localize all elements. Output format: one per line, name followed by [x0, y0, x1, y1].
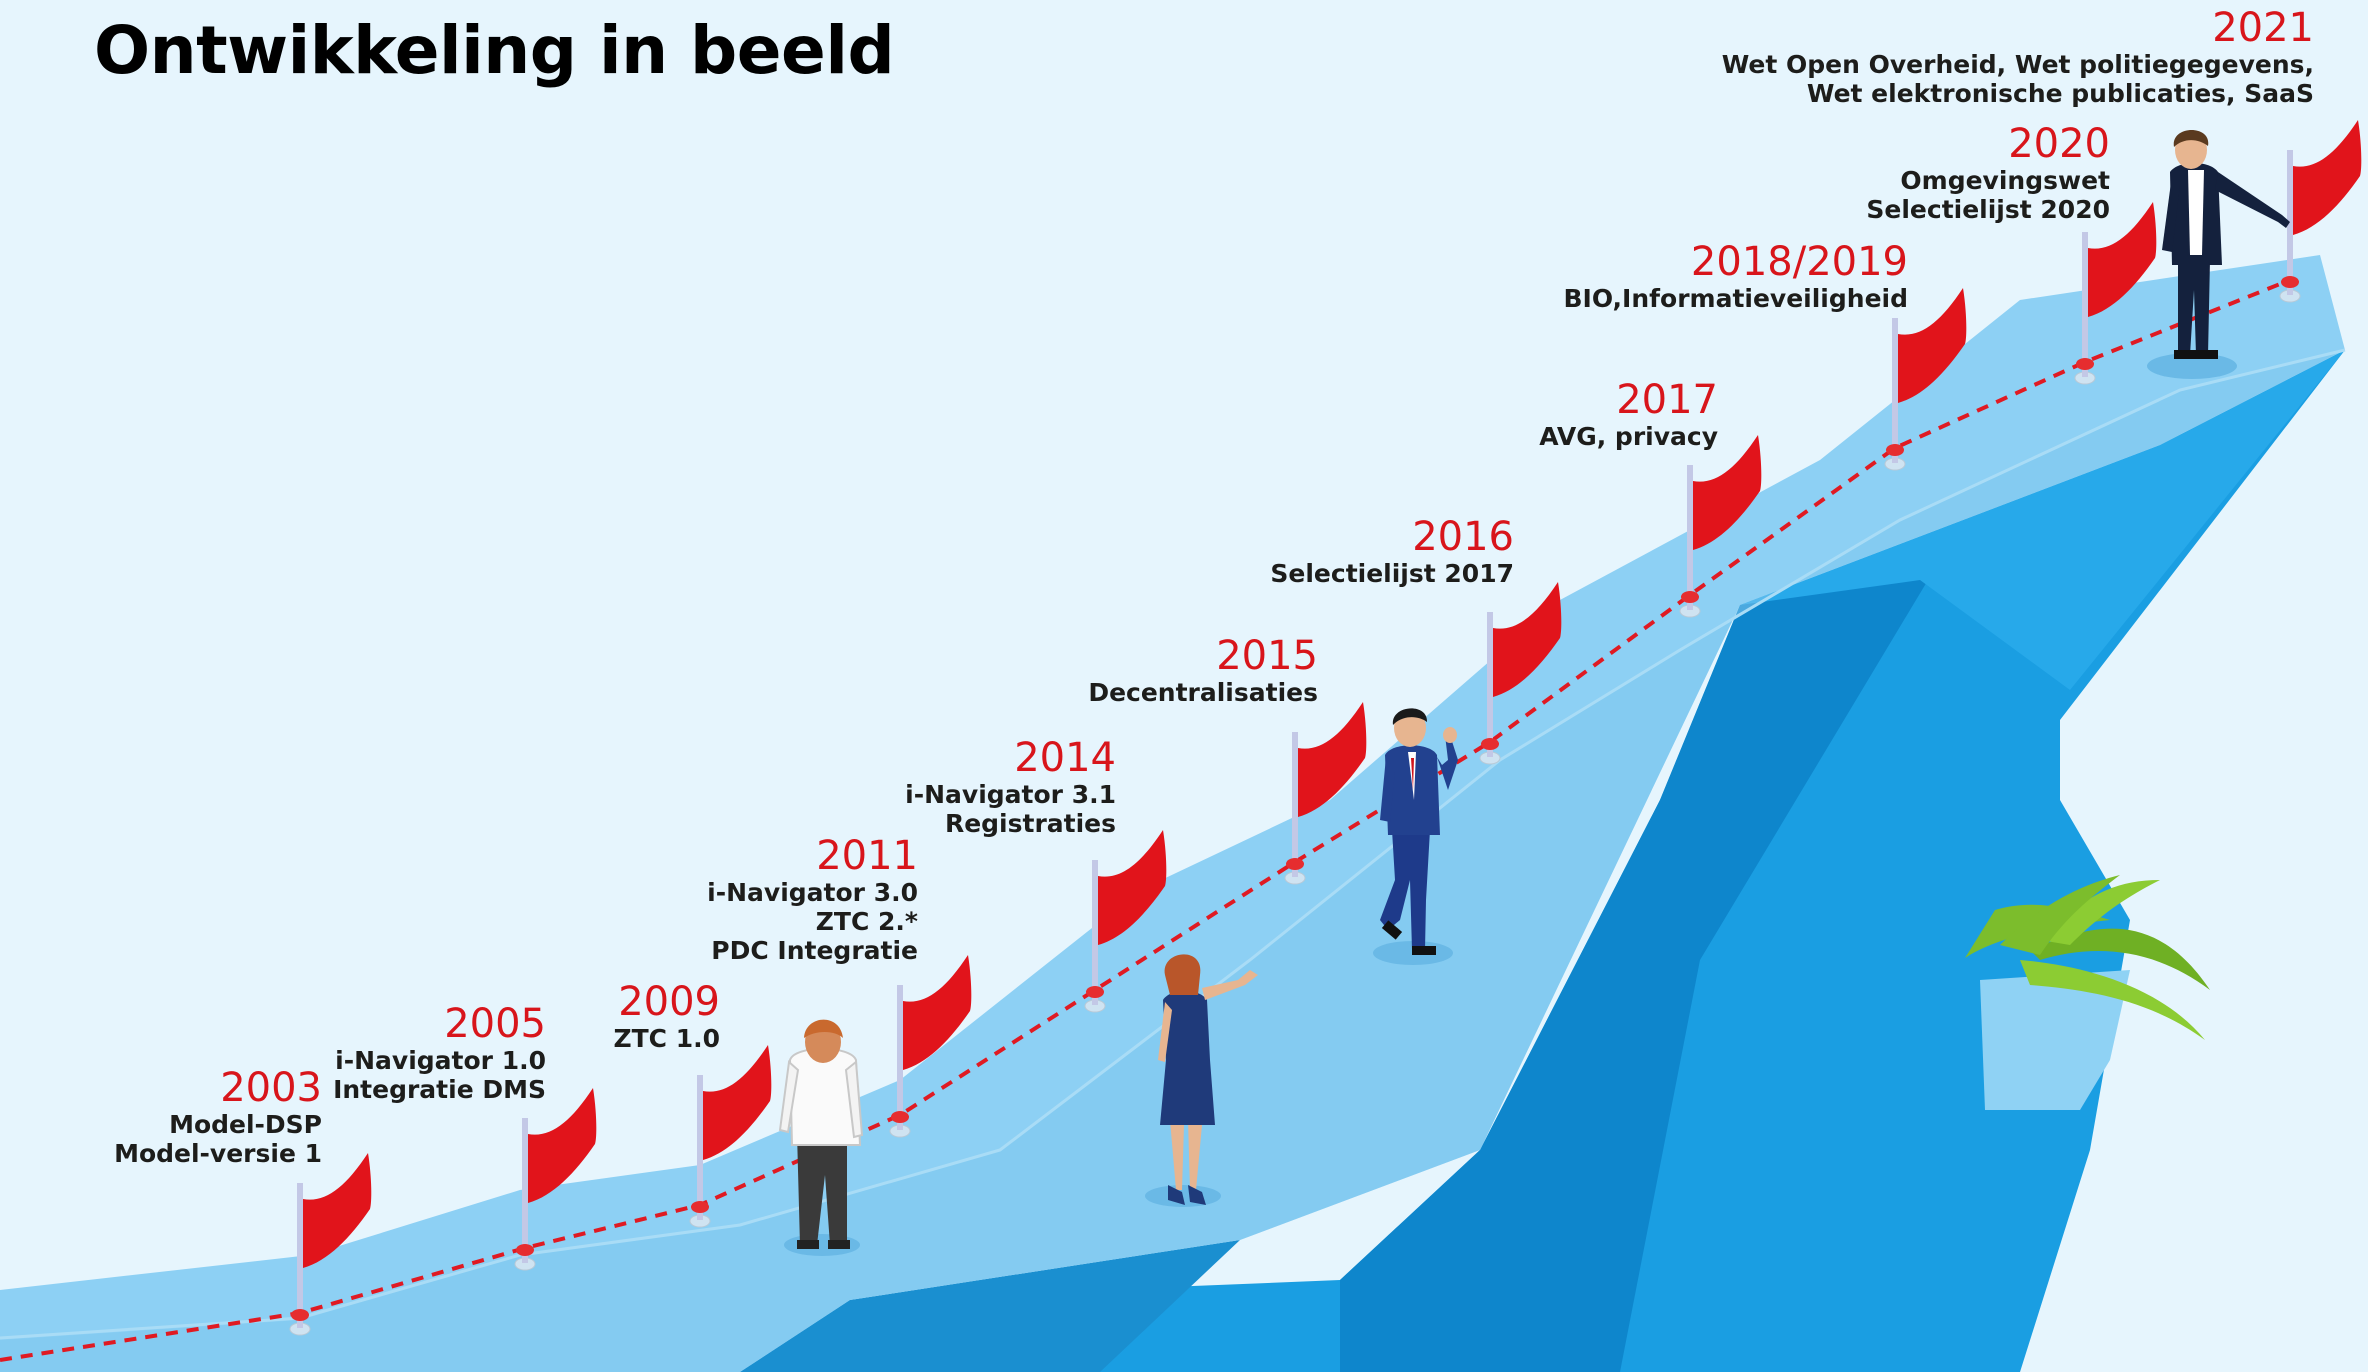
- milestone-2014: 2014 i-Navigator 3.1 Registraties: [905, 736, 1116, 838]
- milestone-year: 2011: [816, 833, 918, 879]
- flag-icon: [289, 1153, 372, 1336]
- milestone-text: i-Navigator 3.1: [905, 780, 1116, 809]
- cliff-shadow: [1340, 560, 1940, 1372]
- cliff-highlight: [1740, 350, 2345, 690]
- flag-icon: [2074, 202, 2157, 385]
- cliff-ledge: [1980, 970, 2130, 1110]
- milestone-text: Model-DSP: [169, 1110, 322, 1139]
- milestone-text: Integratie DMS: [333, 1075, 546, 1104]
- flag-icon: [689, 1045, 772, 1228]
- flag-icon: [1884, 288, 1967, 471]
- flag-icon: [889, 955, 972, 1138]
- milestone-text: Model-versie 1: [114, 1139, 322, 1168]
- flag-icon: [1284, 702, 1367, 885]
- path-side: [0, 350, 2345, 1372]
- milestone-2011: 2011 i-Navigator 3.0 ZTC 2.* PDC Integra…: [707, 834, 918, 965]
- milestone-text: BIO,Informatieveiligheid: [1563, 284, 1908, 313]
- milestone-2005: 2005 i-Navigator 1.0 Integratie DMS: [333, 1002, 546, 1104]
- milestone-year: 2017: [1616, 377, 1718, 423]
- milestone-year: 2016: [1412, 514, 1514, 560]
- milestone-year: 2020: [2008, 121, 2110, 167]
- path-edge-line: [0, 348, 2346, 1340]
- milestone-text: Registraties: [944, 809, 1116, 838]
- milestone-text: Decentralisaties: [1088, 678, 1318, 707]
- man-blue-suit-figure: [1373, 708, 1458, 965]
- milestone-text: Wet elektronische publicaties, SaaS: [1806, 79, 2314, 108]
- milestone-text: Wet Open Overheid, Wet politiegegevens,: [1721, 50, 2314, 79]
- flags-group: [289, 120, 2362, 1336]
- milestone-text: PDC Integratie: [711, 936, 918, 965]
- milestone-year: 2003: [220, 1065, 322, 1111]
- milestone-2015: 2015 Decentralisaties: [1088, 634, 1318, 707]
- milestone-text: ZTC 2.*: [815, 907, 918, 936]
- flag-icon: [1479, 582, 1562, 765]
- milestone-2017: 2017 AVG, privacy: [1539, 378, 1718, 451]
- flag-icon: [1084, 830, 1167, 1013]
- man-white-shirt-figure: [778, 1019, 864, 1256]
- milestone-text: Selectielijst 2017: [1270, 559, 1514, 588]
- cliff-face: [740, 350, 2345, 1372]
- milestone-text: i-Navigator 3.0: [707, 878, 918, 907]
- milestone-2003: 2003 Model-DSP Model-versie 1: [114, 1066, 322, 1168]
- woman-navy-dress-figure: [1145, 954, 1258, 1207]
- milestone-text: i-Navigator 1.0: [335, 1046, 546, 1075]
- flag-icon: [514, 1088, 597, 1271]
- plant-icon: [1965, 875, 2210, 1040]
- milestone-2009: 2009 ZTC 1.0: [613, 980, 720, 1053]
- milestone-text: AVG, privacy: [1539, 422, 1718, 451]
- man-summit-figure: [2147, 129, 2290, 379]
- milestone-text: Selectielijst 2020: [1866, 195, 2110, 224]
- milestone-2021: 2021 Wet Open Overheid, Wet politiegegev…: [1722, 6, 2314, 108]
- milestone-2018-2019: 2018/2019 BIO,Informatieveiligheid: [1563, 240, 1908, 313]
- flag-icon: [2279, 120, 2362, 303]
- milestone-2020: 2020 Omgevingswet Selectielijst 2020: [1866, 122, 2110, 224]
- milestone-year: 2005: [444, 1001, 546, 1047]
- path-surface: [0, 255, 2345, 1372]
- milestone-year: 2015: [1216, 633, 1318, 679]
- page-title: Ontwikkeling in beeld: [94, 12, 895, 89]
- milestone-year: 2009: [618, 979, 720, 1025]
- flag-icon: [1679, 435, 1762, 618]
- milestone-year: 2014: [1014, 735, 1116, 781]
- rock-lower-left: [740, 1240, 1240, 1372]
- milestone-year: 2021: [2212, 5, 2314, 51]
- dashed-route: [0, 278, 2291, 1362]
- milestone-2016: 2016 Selectielijst 2017: [1270, 515, 1514, 588]
- milestone-text: ZTC 1.0: [613, 1024, 720, 1053]
- milestone-year: 2018/2019: [1690, 239, 1908, 285]
- milestone-text: Omgevingswet: [1900, 166, 2110, 195]
